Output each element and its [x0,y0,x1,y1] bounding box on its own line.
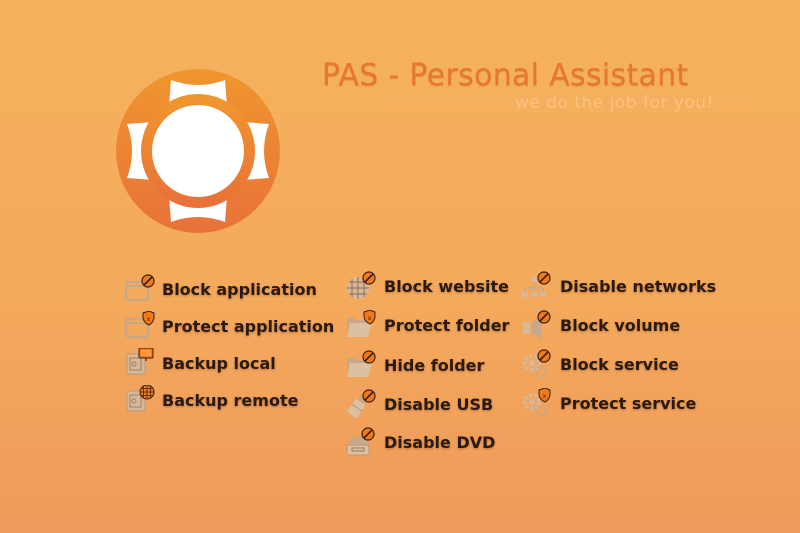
feature-label: Protect folder [384,315,510,335]
feature-backup-remote[interactable]: Backup remote [124,385,298,415]
feature-label: Block service [560,354,679,374]
lifebuoy-icon [116,69,280,233]
feature-block-volume[interactable]: Block volume [522,310,680,340]
gears-shield-icon: x [522,388,556,418]
feature-hide-folder[interactable]: Hide folder [346,350,484,380]
svg-text:x: x [368,315,372,322]
globe-block-icon [346,271,380,301]
feature-label: Protect application [162,316,335,336]
feature-label: Disable networks [560,276,717,296]
safe-globe-icon [124,385,158,415]
network-block-icon [522,271,556,301]
feature-block-service[interactable]: Block service [522,349,679,379]
window-block-icon [124,274,158,304]
svg-text:x: x [543,393,547,400]
feature-protect-folder[interactable]: x Protect folder [346,310,509,340]
feature-protect-service[interactable]: x Protect service [522,388,696,418]
folder-block-icon [346,350,380,380]
feature-disable-dvd[interactable]: Disable DVD [346,427,495,457]
window-shield-icon: x [124,311,158,341]
feature-disable-usb[interactable]: Disable USB [346,389,493,419]
feature-label: Backup local [162,353,276,373]
app-title: PAS - Personal Assistant [322,58,689,93]
feature-backup-local[interactable]: Backup local [124,348,276,378]
feature-label: Disable DVD [384,432,496,452]
dvd-block-icon [346,427,380,457]
app-tagline: we do the job for you! [515,93,714,113]
feature-label: Block volume [560,315,681,335]
lifebuoy-logo [115,68,281,234]
feature-label: Backup remote [162,390,299,410]
feature-block-application[interactable]: Block application [124,274,317,304]
feature-label: Hide folder [384,355,485,375]
folder-shield-icon: x [346,310,380,340]
feature-disable-networks[interactable]: Disable networks [522,271,716,301]
feature-label: Protect service [560,393,697,413]
gears-block-icon [522,349,556,379]
feature-label: Disable USB [384,394,494,414]
speaker-block-icon [522,310,556,340]
safe-monitor-icon [124,348,158,378]
usb-block-icon [346,389,380,419]
feature-block-website[interactable]: Block website [346,271,509,301]
feature-label: Block application [162,279,317,299]
feature-label: Block website [384,276,509,296]
feature-protect-application[interactable]: x Protect application [124,311,334,341]
svg-text:x: x [147,316,151,323]
